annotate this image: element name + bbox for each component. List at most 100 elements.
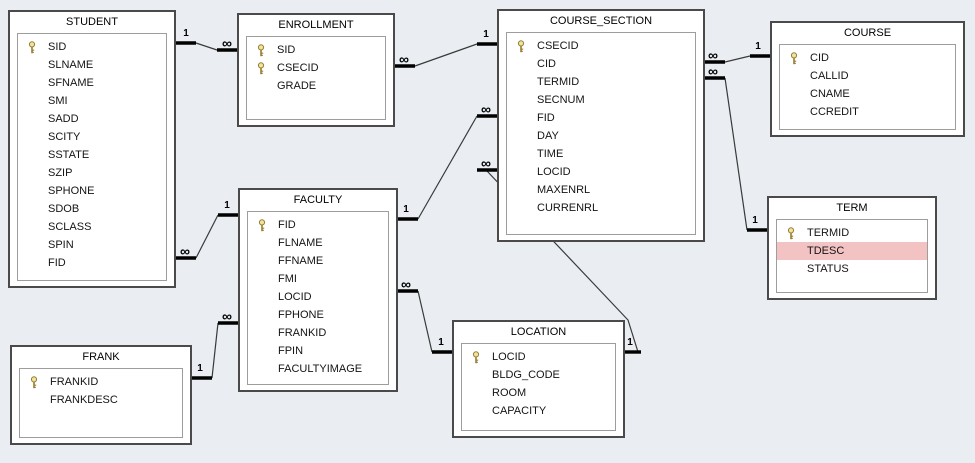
field-row-time[interactable]: TIME xyxy=(507,145,695,163)
field-row-csecid[interactable]: CSECID xyxy=(507,37,695,55)
relationship-faculty-course_section[interactable] xyxy=(398,114,497,221)
join-line[interactable] xyxy=(414,43,478,67)
field-row-status[interactable]: STATUS xyxy=(777,260,927,278)
join-line[interactable] xyxy=(417,115,478,220)
field-row-sstate[interactable]: SSTATE xyxy=(18,146,166,164)
field-row-csecid[interactable]: CSECID xyxy=(247,59,385,77)
relationship-student-faculty[interactable] xyxy=(176,213,238,260)
field-name: FACULTYIMAGE xyxy=(278,363,363,375)
field-row-locid[interactable]: LOCID xyxy=(507,163,695,181)
table-title[interactable]: LOCATION xyxy=(510,326,567,338)
join-line[interactable] xyxy=(724,55,751,63)
field-row-scity[interactable]: SCITY xyxy=(18,128,166,146)
relationship-frank-faculty[interactable] xyxy=(192,321,238,380)
join-line[interactable] xyxy=(195,42,218,51)
table-title[interactable]: FRANK xyxy=(82,351,120,363)
field-name: SADD xyxy=(48,113,79,125)
field-name: CSECID xyxy=(277,62,319,74)
field-name: FMI xyxy=(278,273,297,285)
join-line[interactable] xyxy=(195,214,219,259)
join-line[interactable] xyxy=(724,77,748,231)
cardinality-one-label: 1 xyxy=(183,28,189,39)
field-row-cid[interactable]: CID xyxy=(780,49,955,67)
field-row-spin[interactable]: SPIN xyxy=(18,236,166,254)
field-name: TERMID xyxy=(807,227,850,239)
cardinality-one-label: 1 xyxy=(438,337,444,348)
table-title[interactable]: STUDENT xyxy=(66,16,118,28)
field-row-currenrl[interactable]: CURRENRL xyxy=(507,199,695,217)
field-row-sfname[interactable]: SFNAME xyxy=(18,74,166,92)
field-row-cname[interactable]: CNAME xyxy=(780,85,955,103)
table-title[interactable]: ENROLLMENT xyxy=(278,19,354,31)
table-enrollment[interactable]: ENROLLMENT SID CSECID GRADE xyxy=(237,13,395,127)
field-row-sadd[interactable]: SADD xyxy=(18,110,166,128)
field-row-maxenrl[interactable]: MAXENRL xyxy=(507,181,695,199)
field-name: SPIN xyxy=(48,239,74,251)
table-title[interactable]: COURSE_SECTION xyxy=(549,15,653,27)
relationship-student-enrollment[interactable] xyxy=(176,41,237,52)
field-name: SECNUM xyxy=(537,94,585,106)
field-row-sid[interactable]: SID xyxy=(18,38,166,56)
field-row-day[interactable]: DAY xyxy=(507,127,695,145)
field-row-termid[interactable]: TERMID xyxy=(507,73,695,91)
field-row-facultyimage[interactable]: FACULTYIMAGE xyxy=(248,360,388,378)
field-row-callid[interactable]: CALLID xyxy=(780,67,955,85)
field-name: TDESC xyxy=(807,245,845,257)
relationship-faculty-location[interactable] xyxy=(398,289,452,354)
field-row-secnum[interactable]: SECNUM xyxy=(507,91,695,109)
key-icon-placeholder xyxy=(26,77,37,90)
field-row-room[interactable]: ROOM xyxy=(462,384,615,402)
table-title[interactable]: FACULTY xyxy=(293,194,343,206)
field-row-flname[interactable]: FLNAME xyxy=(248,234,388,252)
field-row-fpin[interactable]: FPIN xyxy=(248,342,388,360)
field-row-fid[interactable]: FID xyxy=(507,109,695,127)
field-row-bldg_code[interactable]: BLDG_CODE xyxy=(462,366,615,384)
field-row-frankdesc[interactable]: FRANKDESC xyxy=(20,391,182,409)
key-icon-placeholder xyxy=(28,394,39,407)
relationship-course_section-term[interactable] xyxy=(705,76,767,232)
cardinality-one-label: 1 xyxy=(224,200,230,211)
field-row-frankid[interactable]: FRANKID xyxy=(248,324,388,342)
join-line[interactable] xyxy=(417,290,433,353)
table-term[interactable]: TERM TERMID TDESC STATUS xyxy=(767,196,937,300)
field-name: CCREDIT xyxy=(810,106,859,118)
table-title[interactable]: COURSE xyxy=(843,27,892,39)
table-title[interactable]: TERM xyxy=(836,202,868,214)
field-list: SID CSECID GRADE xyxy=(246,36,386,120)
key-icon-placeholder xyxy=(515,184,526,197)
field-row-grade[interactable]: GRADE xyxy=(247,77,385,95)
field-row-sphone[interactable]: SPHONE xyxy=(18,182,166,200)
relationship-enrollment-course_section[interactable] xyxy=(395,42,497,68)
field-row-smi[interactable]: SMI xyxy=(18,92,166,110)
join-line[interactable] xyxy=(211,322,219,379)
field-row-szip[interactable]: SZIP xyxy=(18,164,166,182)
relationship-course_section-course[interactable] xyxy=(705,54,770,64)
field-row-capacity[interactable]: CAPACITY xyxy=(462,402,615,420)
field-row-fid[interactable]: FID xyxy=(248,216,388,234)
field-row-fid[interactable]: FID xyxy=(18,254,166,272)
field-row-ccredit[interactable]: CCREDIT xyxy=(780,103,955,121)
key-icon-placeholder xyxy=(515,94,526,107)
primary-key-icon xyxy=(255,61,266,75)
field-row-cid[interactable]: CID xyxy=(507,55,695,73)
field-row-tdesc[interactable]: TDESC xyxy=(777,242,927,260)
field-row-sclass[interactable]: SCLASS xyxy=(18,218,166,236)
field-row-fphone[interactable]: FPHONE xyxy=(248,306,388,324)
field-row-frankid[interactable]: FRANKID xyxy=(20,373,182,391)
key-icon-placeholder xyxy=(788,70,799,83)
field-row-ffname[interactable]: FFNAME xyxy=(248,252,388,270)
field-row-sdob[interactable]: SDOB xyxy=(18,200,166,218)
field-row-slname[interactable]: SLNAME xyxy=(18,56,166,74)
field-row-fmi[interactable]: FMI xyxy=(248,270,388,288)
field-row-sid[interactable]: SID xyxy=(247,41,385,59)
field-row-locid[interactable]: LOCID xyxy=(462,348,615,366)
field-row-termid[interactable]: TERMID xyxy=(777,224,927,242)
field-row-locid[interactable]: LOCID xyxy=(248,288,388,306)
